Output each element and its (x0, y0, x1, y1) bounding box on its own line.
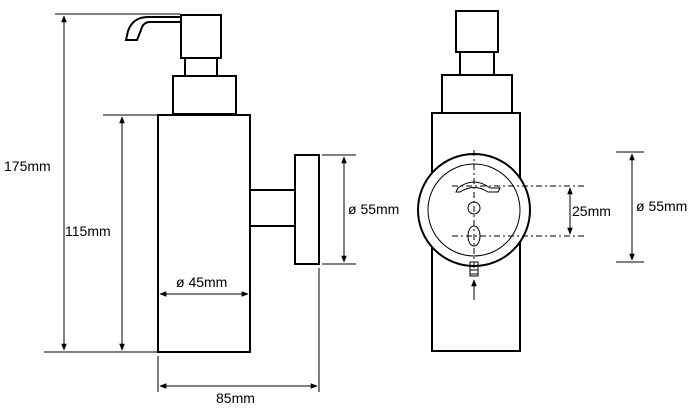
side-view (124, 14, 320, 353)
dimension-body-height: 115mm (65, 114, 158, 351)
pump-neck (184, 57, 218, 77)
overall-height-label: 175mm (4, 158, 51, 174)
bottle-body (157, 114, 251, 353)
pump-spout (124, 16, 182, 41)
pump-head (180, 14, 222, 59)
front-plate-diameter-label: ø 55mm (636, 198, 687, 214)
body-height-label: 115mm (65, 223, 111, 239)
collar-front (441, 74, 513, 114)
hole-spacing-label: 25mm (572, 203, 611, 219)
pump-head-front (455, 10, 499, 53)
wall-plate-side (294, 154, 320, 265)
dimension-projection-depth: 85mm (157, 268, 320, 406)
dimension-front-plate-diameter: ø 55mm (616, 151, 687, 263)
pump-neck-front (459, 51, 495, 76)
body-diameter-label: ø 45mm (176, 274, 227, 290)
dimension-body-diameter: ø 45mm (159, 274, 249, 297)
grub-screw (469, 261, 479, 277)
keyhole-slot-icon (455, 181, 501, 193)
bottle-collar (172, 75, 237, 115)
side-plate-diameter-label: ø 55mm (348, 201, 399, 217)
screw-hole-top (467, 201, 481, 215)
screw-hole-bottom (467, 225, 481, 247)
front-view (417, 10, 585, 352)
wall-arm (249, 189, 296, 227)
dimension-overall-height: 175mm (4, 13, 180, 353)
projection-depth-label: 85mm (216, 390, 255, 406)
dimension-hole-spacing: 25mm (567, 187, 611, 235)
dimension-side-plate-diameter: ø 55mm (322, 154, 399, 265)
